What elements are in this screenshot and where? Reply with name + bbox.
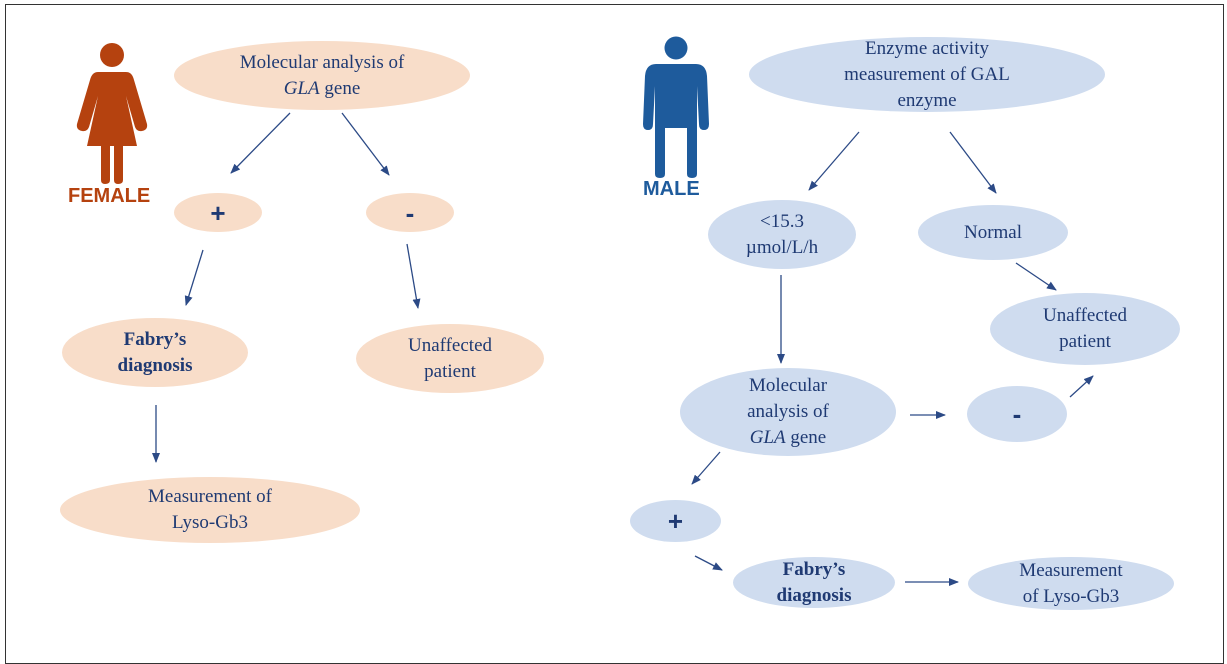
female-molecular-analysis-node: Molecular analysis of GLA gene [174,41,470,110]
female-positive-node: + [174,193,262,232]
arrow-male-molecular-to-positive [691,451,721,485]
arrow-female-positive-to-diagnosis [184,249,204,306]
male-fabry-diagnosis-node: Fabry’s diagnosis [733,557,895,608]
male-positive-node: + [630,500,721,542]
arrow-male-enzyme-to-low [808,131,860,191]
female-label: FEMALE [68,185,151,207]
male-measurement-node: Measurement of Lyso-Gb3 [968,557,1174,610]
female-fabry-diagnosis-node: Fabry’s diagnosis [62,318,248,387]
male-normal-node: Normal [918,205,1068,260]
female-molecular-text: Molecular analysis of [239,51,405,73]
female-unaffected-node: Unaffected patient [356,324,544,393]
male-person-icon [643,36,709,178]
arrow-male-negative-to-unaffected [1069,375,1094,398]
arrow-female-negative-to-unaffected [406,243,421,309]
arrow-female-molecular-to-positive [230,112,291,174]
male-molecular-text: Molecular analysis of [747,375,829,422]
male-gene-name: GLA [749,427,786,448]
flow-arrows [152,112,1094,586]
male-label: MALE [643,178,700,200]
female-gene-suffix: gene [319,77,361,99]
male-molecular-analysis-node: Molecular analysis of GLA gene [680,368,896,456]
arrow-male-enzyme-to-normal [949,131,997,194]
male-gene-suffix: gene [785,427,827,448]
arrow-male-normal-to-unaffected [1015,262,1057,291]
male-unaffected-node: Unaffected patient [990,293,1180,365]
arrow-female-molecular-to-negative [341,112,390,176]
female-measurement-node: Measurement of Lyso-Gb3 [60,477,360,543]
female-person-icon [76,43,148,184]
male-negative-node: - [967,386,1067,442]
male-low-activity-node: <15.3 µmol/L/h [708,200,856,269]
female-gene-name: GLA [283,77,320,99]
arrow-male-positive-to-diagnosis [694,555,723,571]
female-negative-node: - [366,193,454,232]
male-enzyme-activity-node: Enzyme activity measurement of GAL enzym… [749,37,1105,112]
